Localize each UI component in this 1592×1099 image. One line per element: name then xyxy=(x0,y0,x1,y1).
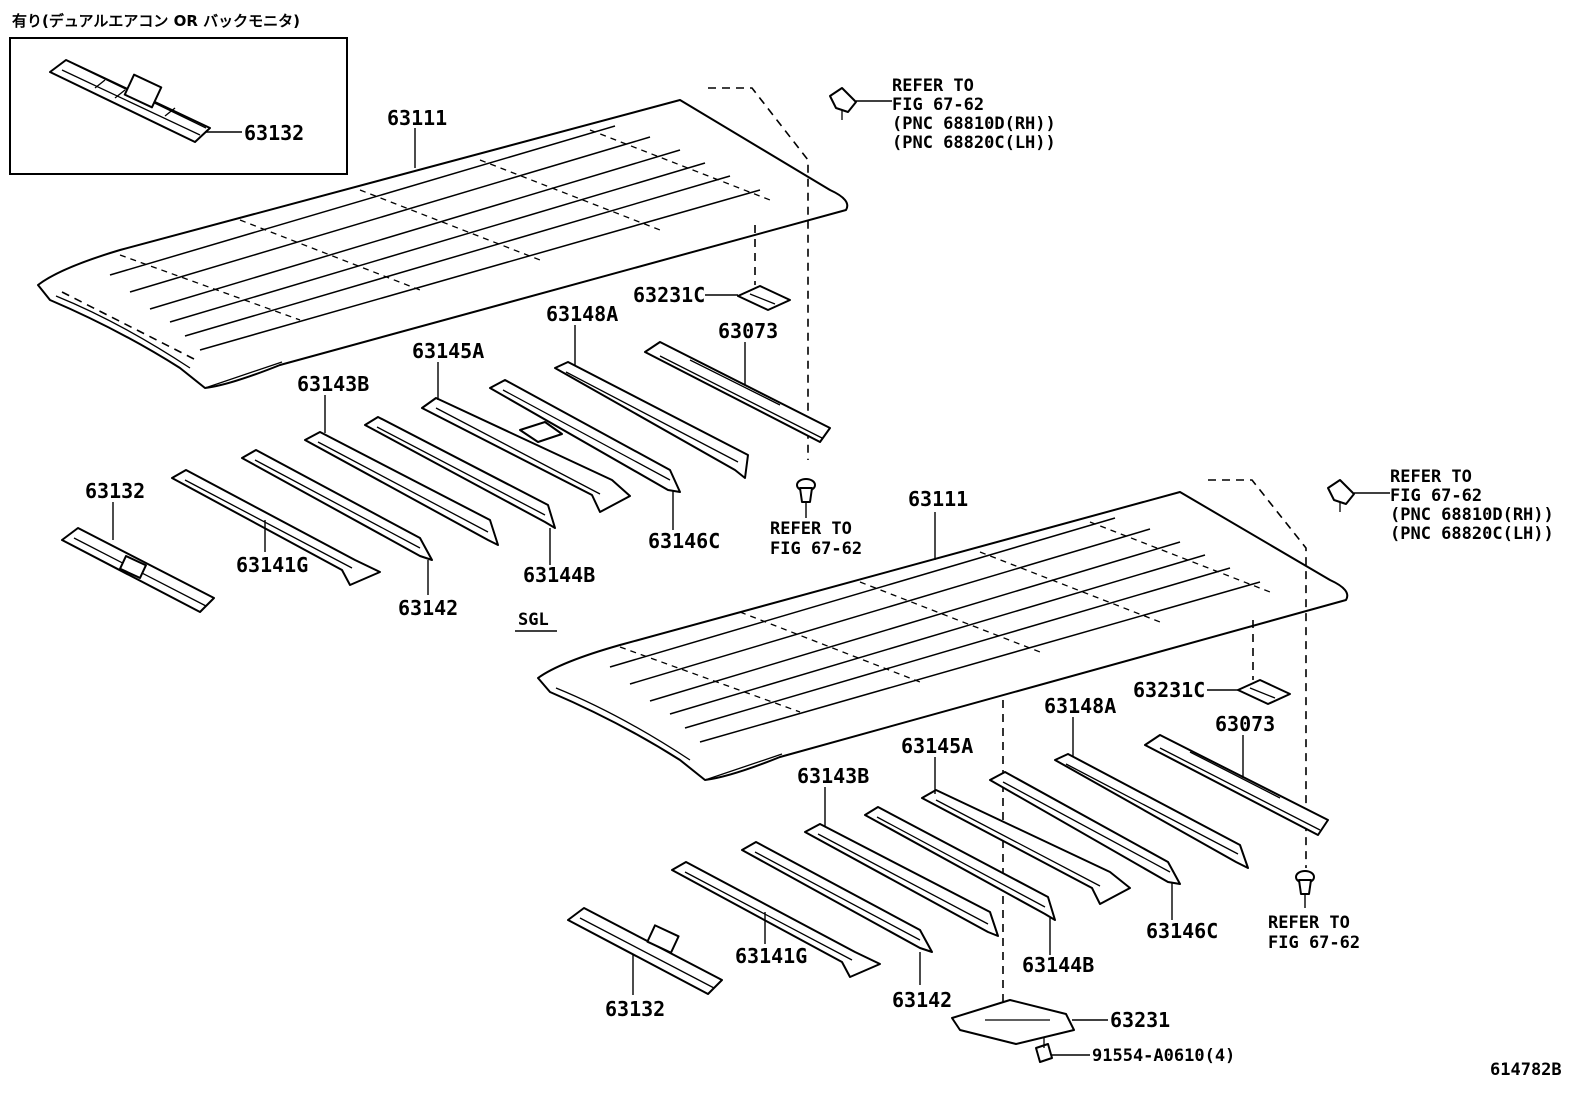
upper-63073-drawing xyxy=(644,341,831,443)
upper-63148a-drawing xyxy=(554,361,749,479)
upper-63143b-drawing xyxy=(304,431,499,546)
lower-refer-top-line4: (PNC 68820C(LH)) xyxy=(1390,524,1554,544)
lower-refer-bottom-line1: REFER TO xyxy=(1268,913,1350,933)
lower-bolt-drawing xyxy=(1035,1038,1053,1063)
lower-63142-drawing xyxy=(741,841,933,953)
lower-63143b-label: 63143B xyxy=(797,764,869,788)
lower-63141g-drawing xyxy=(671,861,881,978)
inset-frame xyxy=(9,37,348,175)
lower-63231-plate-drawing xyxy=(951,999,1075,1045)
lower-63143b-drawing xyxy=(804,823,999,937)
lower-63141g-label: 63141G xyxy=(735,944,807,968)
upper-refer-dashline xyxy=(708,87,809,460)
lower-63231-label: 63231 xyxy=(1110,1008,1170,1032)
figure-id: 614782B xyxy=(1490,1060,1562,1080)
upper-roof-panel-drawing xyxy=(37,99,849,389)
upper-refer-top-line2: FIG 67-62 xyxy=(892,95,984,115)
upper-refer-top-line1: REFER TO xyxy=(892,76,974,96)
lower-assembly: 63111 63231C REFER TO FIG 67-62 (PNC 688… xyxy=(537,467,1554,1066)
lower-clip-bottom-drawing xyxy=(1295,870,1315,895)
inset-part-63132-drawing xyxy=(49,59,211,143)
upper-63146c-drawing xyxy=(489,379,681,493)
upper-63142-drawing xyxy=(241,449,433,561)
lower-63231c-drawing xyxy=(1237,679,1291,705)
upper-63148a-label: 63148A xyxy=(546,302,618,326)
upper-63144b-drawing xyxy=(364,416,556,529)
upper-63142-label: 63142 xyxy=(398,596,458,620)
lower-63148a-label: 63148A xyxy=(1044,694,1116,718)
lower-63132-label: 63132 xyxy=(605,997,665,1021)
upper-refer-top-line4: (PNC 68820C(LH)) xyxy=(892,133,1056,153)
lower-63145a-drawing xyxy=(921,789,1131,905)
lower-63148a-drawing xyxy=(1054,753,1249,869)
lower-63073-drawing xyxy=(1144,734,1329,836)
upper-refer-bottom-line2: FIG 67-62 xyxy=(770,539,862,559)
upper-63231c-label: 63231C xyxy=(633,283,705,307)
lower-63132-drawing xyxy=(567,907,723,995)
lower-63144b-label: 63144B xyxy=(1022,953,1094,977)
lower-refer-bottom-line2: FIG 67-62 xyxy=(1268,933,1360,953)
lower-refer-top-line2: FIG 67-62 xyxy=(1390,486,1482,506)
lower-63142-label: 63142 xyxy=(892,988,952,1012)
upper-63141g-drawing xyxy=(171,469,381,586)
upper-refer-bottom-line1: REFER TO xyxy=(770,519,852,539)
lower-63146c-drawing xyxy=(989,771,1181,885)
upper-clip-top-drawing xyxy=(829,87,857,120)
lower-63111-label: 63111 xyxy=(908,487,968,511)
inset-caption: 有り(デュアルエアコン OR バックモニタ) xyxy=(12,12,300,30)
lower-63073-label: 63073 xyxy=(1215,712,1275,736)
upper-clip-bottom-drawing xyxy=(796,478,816,503)
lower-clip-top-drawing xyxy=(1327,479,1355,512)
upper-63132-label: 63132 xyxy=(85,479,145,503)
lower-63231c-label: 63231C xyxy=(1133,678,1205,702)
upper-63073-label: 63073 xyxy=(718,319,778,343)
lower-refer-top-line1: REFER TO xyxy=(1390,467,1472,487)
lower-63144b-drawing xyxy=(864,806,1056,921)
lower-roof-panel-drawing xyxy=(537,491,1349,781)
lower-63145a-label: 63145A xyxy=(901,734,973,758)
upper-refer-top-line3: (PNC 68810D(RH)) xyxy=(892,114,1056,134)
upper-63143b-label: 63143B xyxy=(297,372,369,396)
upper-63144b-label: 63144B xyxy=(523,563,595,587)
upper-63141g-label: 63141G xyxy=(236,553,308,577)
upper-assembly: 63111 63231C REFER TO FIG 67-62 (PNC 688… xyxy=(37,76,1056,620)
lower-bolt-label: 91554-A0610(4) xyxy=(1092,1046,1235,1066)
inset-part-label: 63132 xyxy=(244,121,304,145)
upper-63231c-drawing xyxy=(737,285,791,311)
lower-63146c-label: 63146C xyxy=(1146,919,1218,943)
upper-63132-drawing xyxy=(61,527,215,613)
lower-refer-top-line3: (PNC 68810D(RH)) xyxy=(1390,505,1554,525)
upper-63145a-label: 63145A xyxy=(412,339,484,363)
upper-63146c-label: 63146C xyxy=(648,529,720,553)
upper-63111-label: 63111 xyxy=(387,106,447,130)
inset-group: 有り(デュアルエアコン OR バックモニタ) 63132 xyxy=(9,12,348,175)
upper-63145a-drawing xyxy=(421,397,631,513)
lower-refer-dashline xyxy=(1208,479,1307,868)
sgl-label: SGL xyxy=(518,610,549,630)
